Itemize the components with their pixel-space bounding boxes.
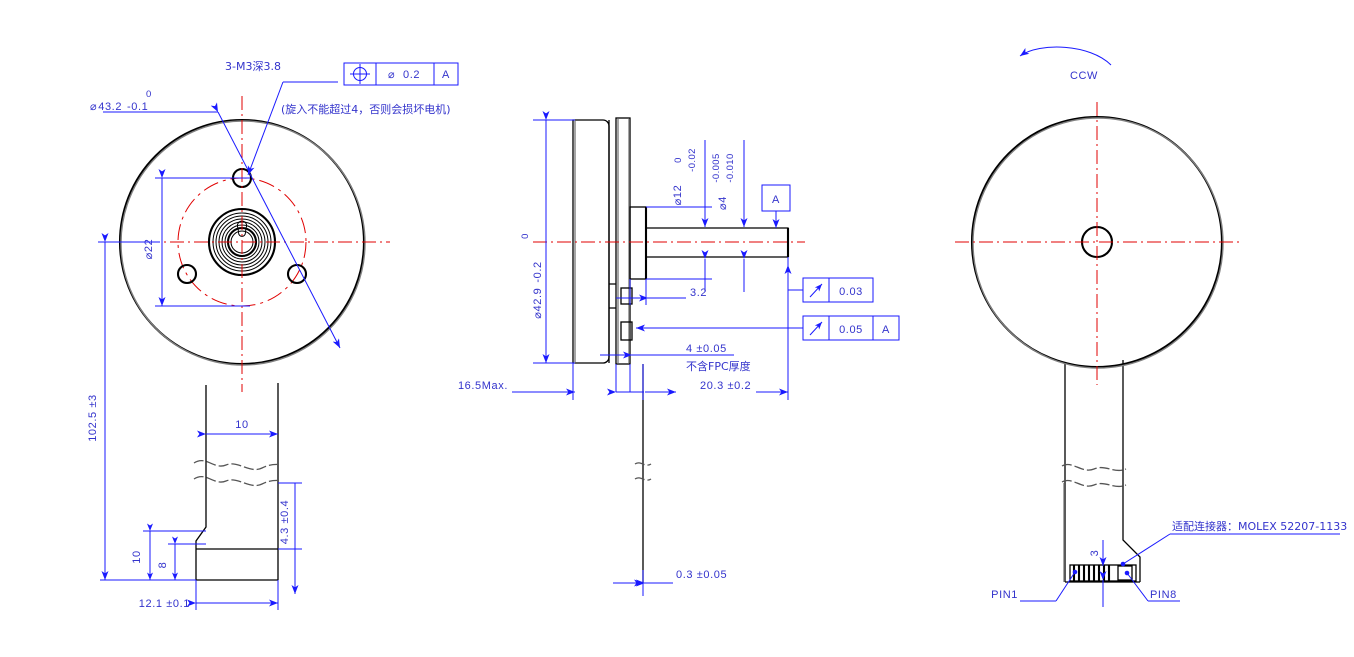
fcf-runout-003: 0.03 [784, 265, 874, 303]
dim-body-diameter-label: ⌀42.9-0.2 [532, 261, 544, 318]
dim-connector-pitch: 3 [1089, 540, 1107, 607]
dim-body-length: 16.5Max. [458, 363, 575, 400]
connector-note-text: 适配连接器：MOLEX 52207-1133 [1172, 520, 1347, 533]
dim-ribbon-thickness-label: 0.3 ±0.05 [676, 569, 727, 581]
front-view-centerlines [98, 96, 390, 392]
pin1-leader: PIN1 [991, 569, 1078, 602]
dim-overall-length: 20.3 ±0.2 [607, 257, 789, 400]
dim-tab-height-8: 8 [157, 536, 206, 581]
datum-a-box: A [761, 184, 791, 228]
dim-tab-width-label: 12.1 ±0.1 [139, 598, 190, 610]
dim-tab-height-10: 10 [131, 523, 206, 581]
dim-flange-thickness-label: 4 ±0.05 [686, 343, 727, 355]
dim-hub-diameter-label: ⌀12 [672, 185, 684, 206]
fcf-diameter-symbol: ⌀ [388, 69, 395, 81]
side-view-hub [629, 206, 648, 280]
side-view: 0 ⌀42.9-0.2 0 -0.02 ⌀12 -0.005 -0.010 ⌀4… [458, 111, 900, 596]
pin8-leader: PIN8 [1124, 570, 1180, 602]
dim-shaft-tol-upper: -0.005 [711, 153, 722, 182]
side-view-shaft [646, 227, 790, 258]
rotation-label: CCW [1070, 70, 1098, 82]
pin1-label: PIN1 [991, 589, 1018, 601]
dim-ribbon-thickness: 0.3 ±0.05 [613, 569, 727, 596]
dim-step-32: 3.2 [616, 279, 707, 305]
fcf-runout-005-datum: A [882, 324, 890, 336]
rear-view: CCW [955, 46, 1347, 607]
fcf-runout-005-tol: 0.05 [839, 324, 863, 336]
runout-icon [809, 283, 823, 298]
dim-overall-length-label: 20.3 ±0.2 [700, 380, 751, 392]
dim-tail-offset: 4.3 ±0.4 [278, 482, 302, 594]
fcf-position-frame: ⌀ 0.2 A [343, 62, 459, 86]
fcf-datum: A [442, 69, 450, 81]
dim-total-length: 102.5 ±3 [87, 233, 196, 581]
side-view-fpc-tabs [609, 283, 633, 341]
dim-body-tol-upper: 0 [520, 233, 531, 239]
dim-hub-tol-upper: 0 [673, 157, 684, 163]
dim-outer-diameter-label: ⌀43.2-0.1 [90, 101, 148, 113]
dim-body-diameter: 0 ⌀42.9-0.2 [520, 111, 575, 364]
dim-hub-tol-lower: -0.02 [687, 148, 698, 172]
dim-outer-diameter: 0 ⌀43.2-0.1 [90, 89, 341, 349]
dim-ribbon-width-label: 10 [235, 419, 248, 431]
fcf-runout-005: 0.05 A [636, 315, 900, 341]
dim-tab-height-10-label: 10 [131, 550, 143, 563]
thread-warning-text: (旋入不能超过4，否则会损坏电机) [281, 102, 451, 116]
rotation-arrow-ccw: CCW [1019, 46, 1112, 82]
dim-outer-tol-upper: 0 [146, 89, 152, 100]
dim-bolt-circle: ⌀22 [143, 169, 250, 307]
dim-shaft-tol-lower: -0.010 [725, 153, 736, 182]
dim-flange-note: 不含FPC厚度 [686, 359, 751, 373]
fcf-tolerance: 0.2 [403, 69, 420, 81]
dim-hub-diameter: 0 -0.02 ⌀12 [646, 140, 712, 292]
dim-bolt-circle-label: ⌀22 [143, 239, 155, 260]
dim-shaft-diameter-label: ⌀4 [717, 196, 729, 210]
runout-icon [809, 321, 823, 336]
rear-view-connector [1069, 564, 1137, 582]
connector-note: 适配连接器：MOLEX 52207-1133 [1120, 520, 1347, 567]
pin8-label: PIN8 [1150, 589, 1177, 601]
dim-tail-offset-label: 4.3 ±0.4 [279, 500, 291, 544]
side-view-flange [615, 117, 631, 365]
rear-view-centerlines [955, 102, 1240, 385]
dim-connector-pitch-label: 3 [1089, 550, 1101, 557]
note-thread-callout: 3-M3深3.8 (旋入不能超过4，否则会损坏电机) [225, 60, 451, 176]
position-icon [350, 64, 370, 84]
fcf-runout-003-tol: 0.03 [839, 286, 863, 298]
dim-total-length-label: 102.5 ±3 [87, 394, 99, 442]
front-view: 0 ⌀43.2-0.1 ⌀22 3-M3深3.8 (旋入不能超过4，否则会损坏电… [87, 60, 459, 610]
datum-a-label: A [772, 194, 780, 206]
side-view-flex-cable [634, 364, 652, 583]
dim-tab-width: 12.1 ±0.1 [139, 580, 279, 610]
thread-callout-text: 3-M3深3.8 [225, 60, 281, 73]
dim-flange-thickness: 4 ±0.05 不含FPC厚度 [600, 343, 751, 392]
dim-shaft-diameter: -0.005 -0.010 ⌀4 [711, 140, 748, 292]
rear-view-flex-cable [1061, 360, 1141, 583]
dim-ribbon-width: 10 [197, 419, 278, 438]
front-view-flex-cable [193, 383, 282, 581]
dim-body-length-label: 16.5Max. [458, 380, 508, 392]
dim-tab-height-8-label: 8 [157, 562, 169, 569]
dim-step-32-label: 3.2 [690, 287, 707, 299]
